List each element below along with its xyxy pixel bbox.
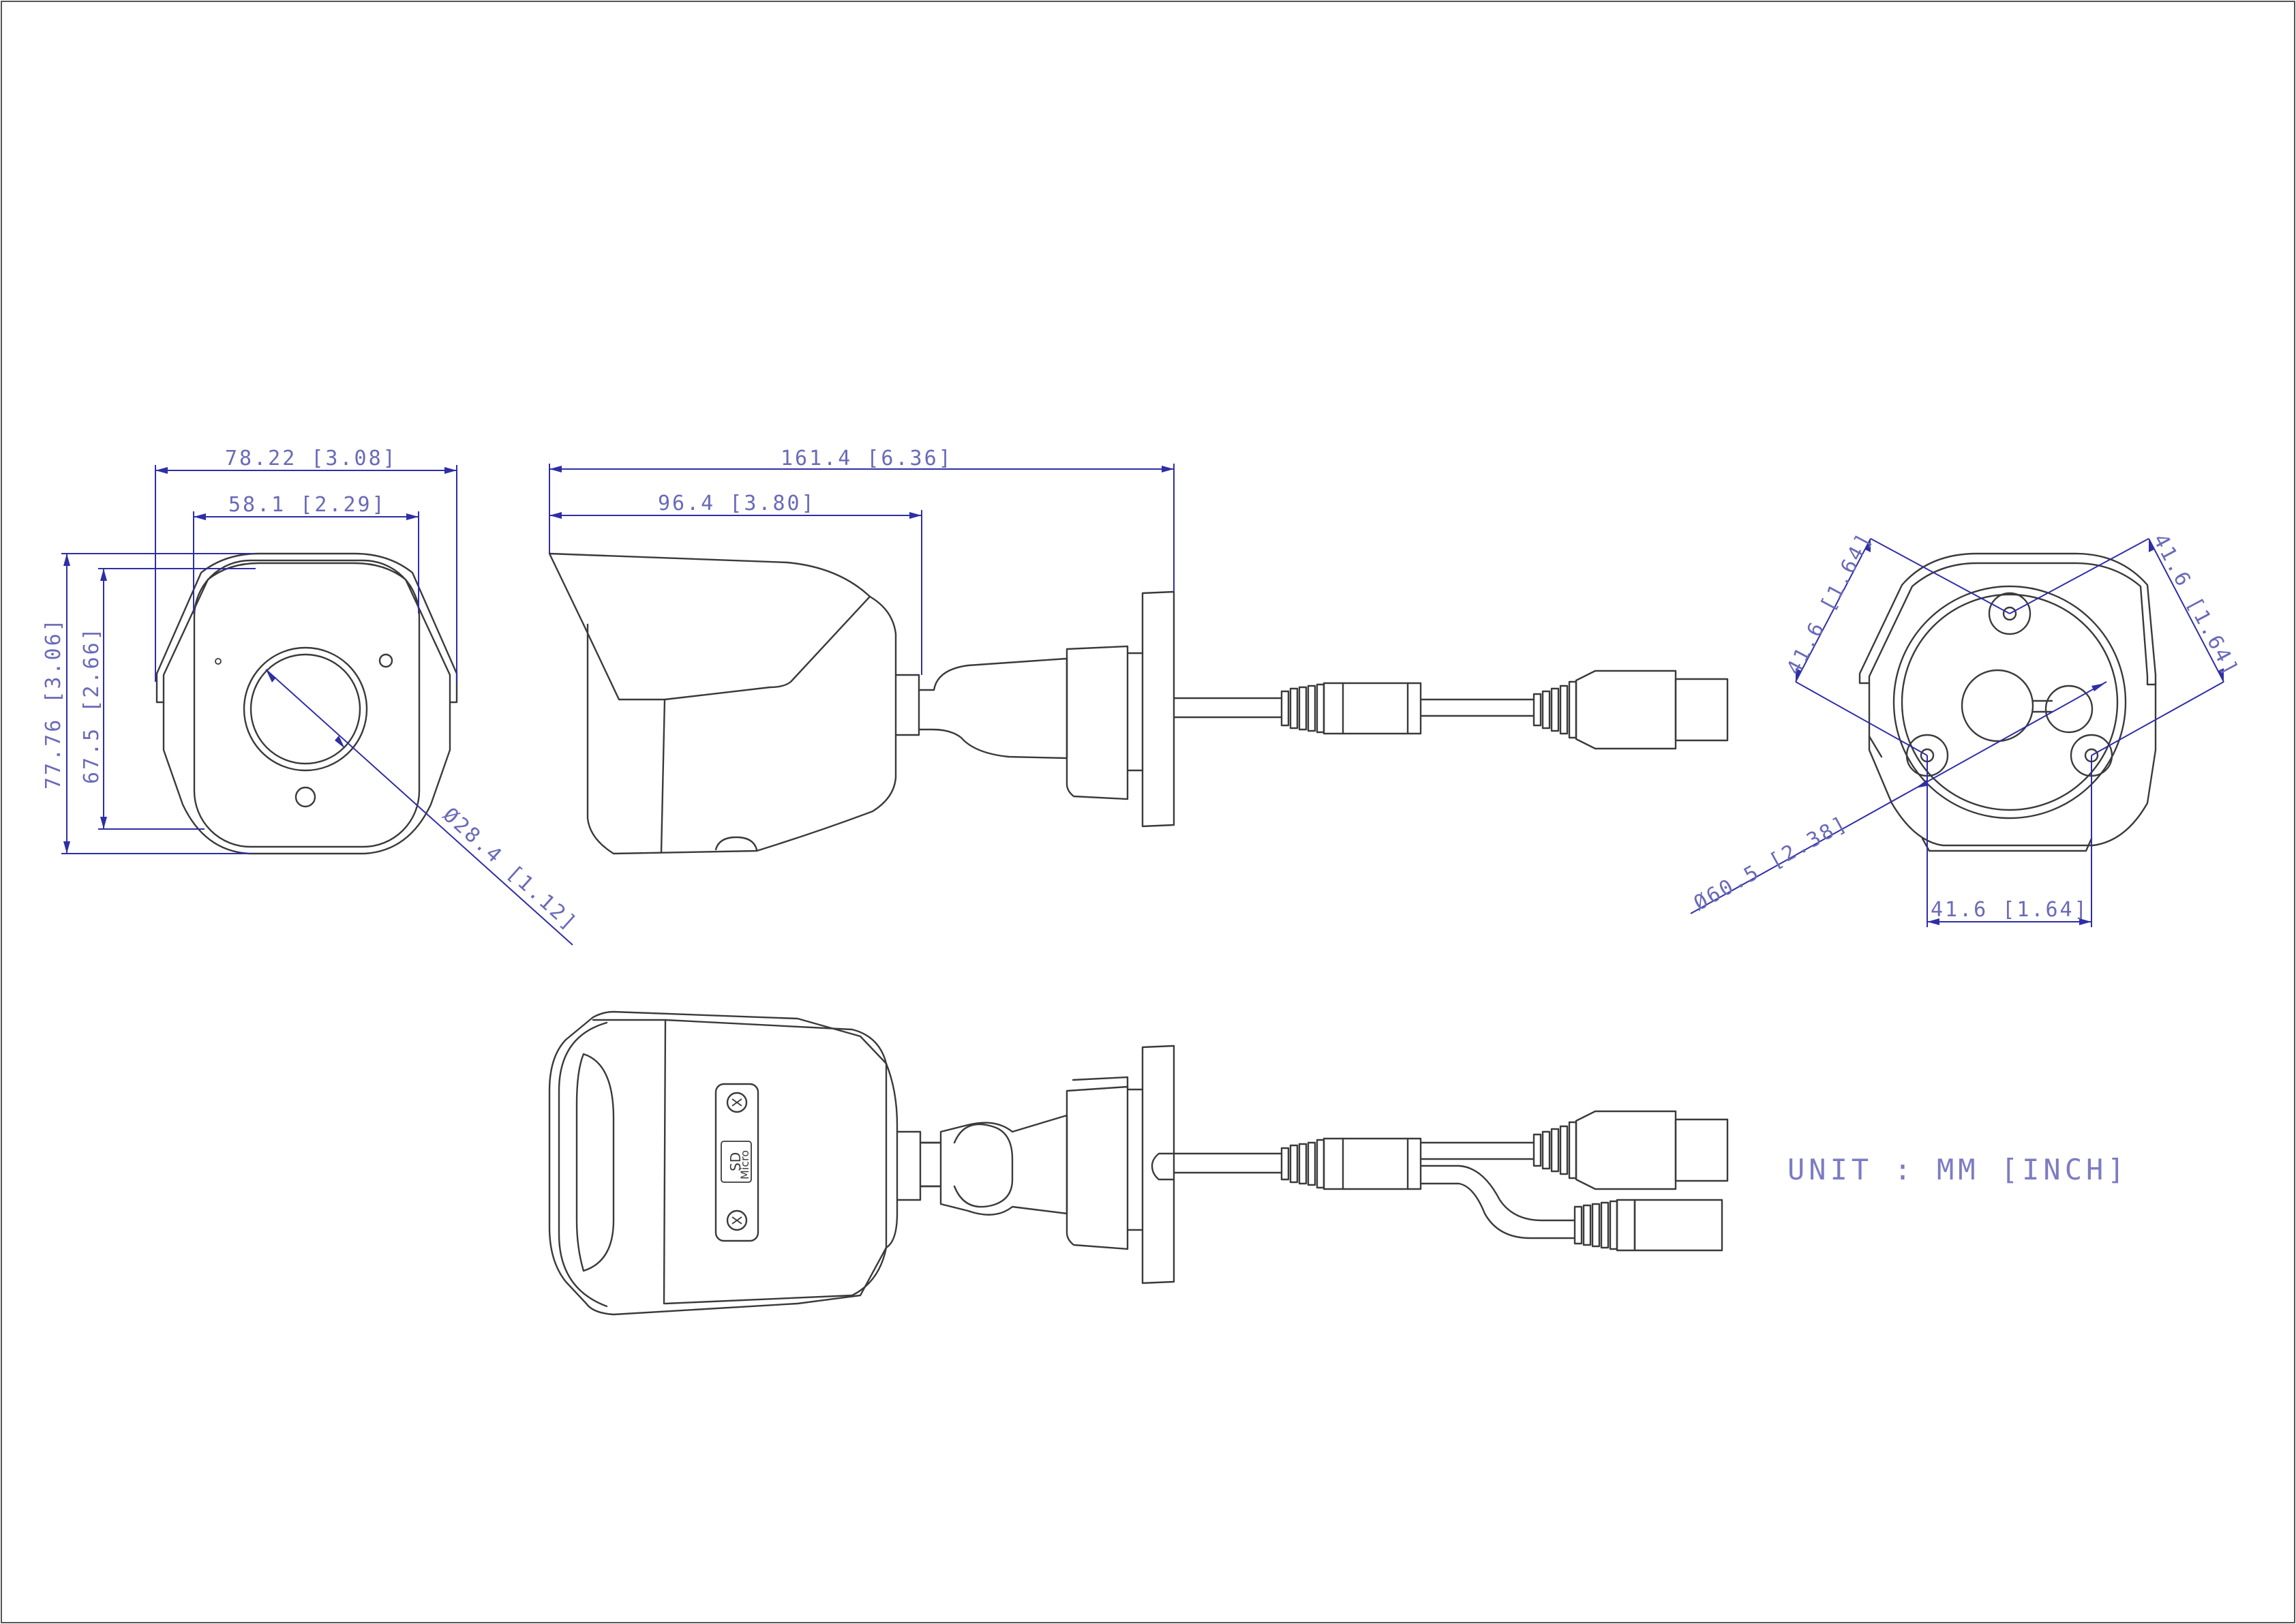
base-hole-bottom-label: 41.6 [1.64]: [1931, 898, 2089, 922]
side-dimensions: 161.4 [6.36] 96.4 [3.80]: [549, 447, 1175, 675]
lens-diameter-label: Ø28.4 [1.12]: [438, 803, 582, 936]
front-mount-height-label: 67.5 [2.66]: [80, 626, 104, 784]
rear-dimensions: 41.6 [1.64] 41.6 [1.64] 41.6 [1.64] Ø60.…: [1690, 528, 2244, 927]
front-mount-width-label: 58.1 [2.29]: [228, 493, 387, 517]
sd-label-line1: SD: [727, 1152, 744, 1171]
front-view: [155, 552, 458, 855]
front-dimensions: 78.22 [3.08] 58.1 [2.29] 77.76 [3.06] 67…: [42, 447, 582, 946]
rear-view: [1858, 552, 2157, 852]
bottom-view: SD Micro: [548, 1010, 1729, 1316]
front-height-label: 77.76 [3.06]: [42, 617, 65, 790]
base-diameter-label: Ø60.5 [2.38]: [1690, 811, 1852, 916]
total-length-label: 161.4 [6.36]: [781, 447, 953, 470]
base-hole-right-label: 41.6 [1.64]: [2148, 530, 2244, 680]
base-hole-left-label: 41.6 [1.64]: [1782, 528, 1877, 679]
body-length-label: 96.4 [3.80]: [658, 492, 816, 515]
sd-label-line2: Micro: [738, 1150, 751, 1179]
side-view: [548, 552, 1729, 855]
front-width-label: 78.22 [3.08]: [225, 447, 397, 470]
unit-note: UNIT : MM [INCH]: [1787, 1153, 2129, 1186]
